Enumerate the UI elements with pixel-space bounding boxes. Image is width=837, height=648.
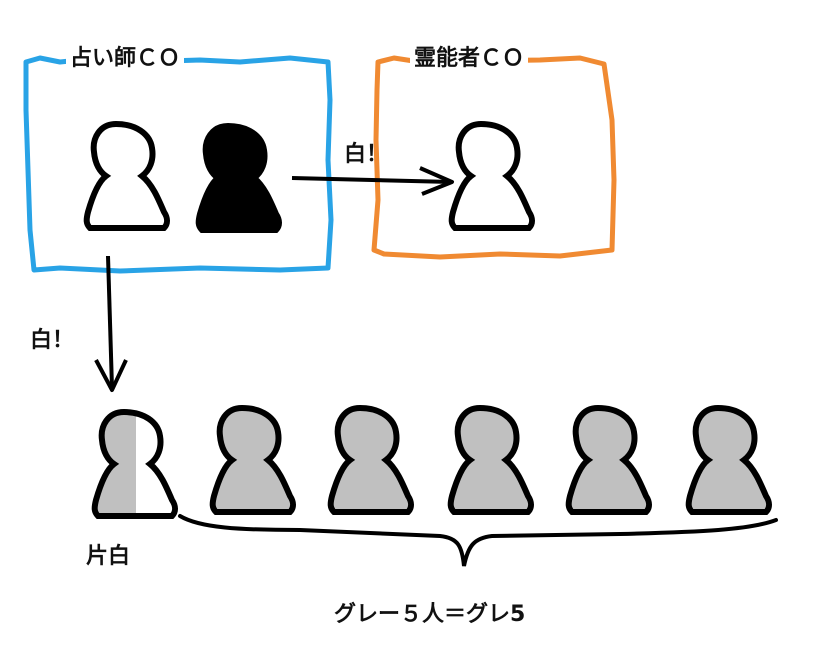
seer-co-box: [23, 55, 334, 274]
grey-figures: [213, 408, 769, 512]
arrow-to-medium: [291, 166, 454, 196]
seer-real-figure: [87, 124, 167, 228]
half-white-figure: [95, 412, 175, 516]
grey-figure: [331, 408, 411, 512]
arrow-to-half-white: [94, 255, 128, 392]
arrow-to-half-white-label: 白！: [30, 328, 75, 353]
grey-figure: [569, 408, 649, 512]
grey-count-label: グレー５人＝グレ5: [334, 602, 526, 627]
medium-co-title: 霊能者ＣＯ: [410, 40, 529, 72]
grey-figure: [689, 408, 769, 512]
arrow-to-medium-label: 白！: [344, 142, 389, 167]
seer-co-title: 占い師ＣＯ: [66, 40, 185, 72]
grey-figure: [451, 408, 531, 512]
half-white-label: 片白: [86, 544, 131, 569]
medium-figure: [452, 124, 532, 228]
grey-brace: [178, 514, 778, 567]
seer-wolf-figure: [199, 126, 279, 230]
grey-figure: [213, 408, 293, 512]
